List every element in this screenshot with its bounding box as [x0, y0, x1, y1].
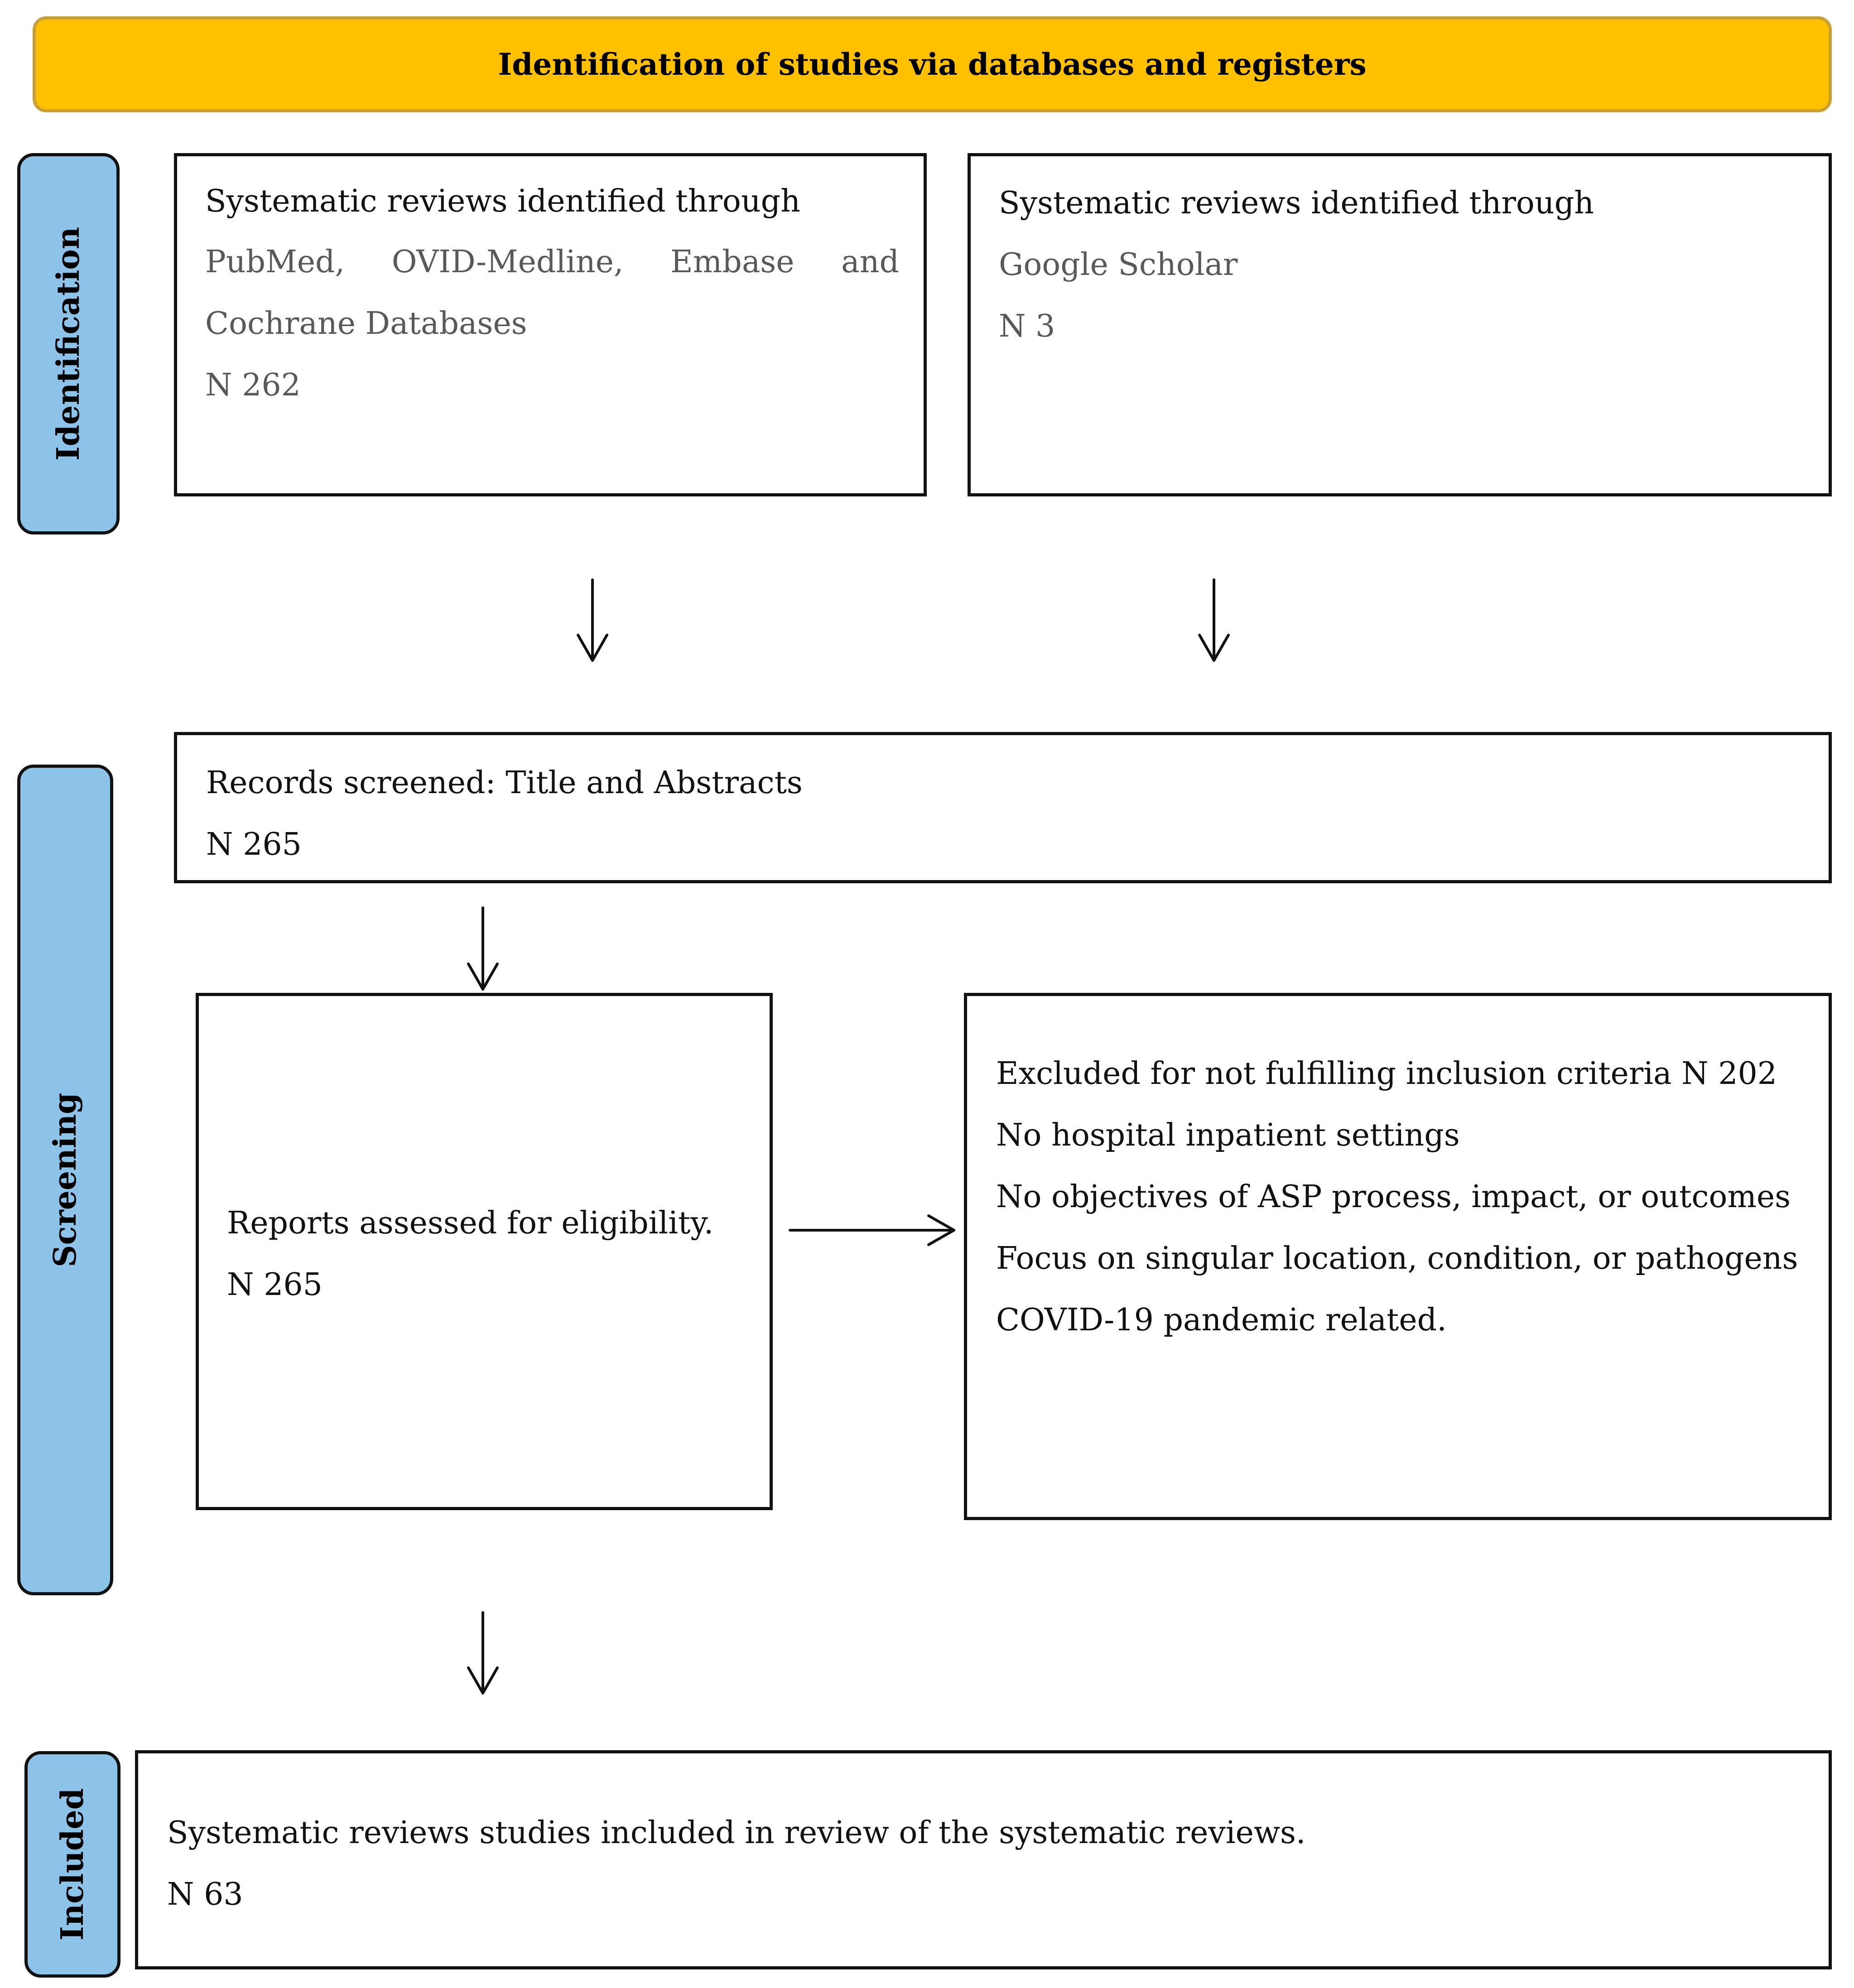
excluded-line-covid: COVID-19 pandemic related.: [996, 1302, 1447, 1338]
included-count: N 63: [167, 1877, 243, 1912]
databases-source-pubmed: PubMed,: [205, 244, 345, 280]
side-tab-identification: Identification: [17, 153, 120, 534]
excluded-line-inpatient: No hospital inpatient settings: [996, 1117, 1460, 1153]
google-scholar-count: N 3: [999, 308, 1055, 344]
eligibility-count: N 265: [227, 1267, 323, 1303]
records-screened-title: Records screened: Title and Abstracts: [206, 765, 803, 801]
arrow-scholar-to-screening: [1198, 578, 1230, 662]
excluded-line-objectives: No objectives of ASP process, impact, or…: [996, 1179, 1791, 1215]
records-screened-count: N 265: [206, 827, 302, 862]
databases-box-title: Systematic reviews identified through: [205, 183, 800, 219]
arrow-records-to-eligibility: [467, 906, 499, 991]
databases-box: Systematic reviews identified through Pu…: [174, 153, 927, 496]
arrow-eligibility-to-included: [467, 1611, 499, 1694]
excluded-box: Excluded for not fulfilling inclusion cr…: [964, 993, 1832, 1520]
databases-source-and: and: [841, 244, 899, 280]
side-tab-screening: Screening: [17, 765, 113, 1595]
databases-count: N 262: [205, 367, 301, 403]
header-title: Identification of studies via databases …: [498, 47, 1367, 82]
excluded-line-criteria: Excluded for not fulfilling inclusion cr…: [996, 1056, 1777, 1092]
eligibility-box: Reports assessed for eligibility. N 265: [196, 993, 773, 1510]
header-banner: Identification of studies via databases …: [33, 16, 1832, 112]
included-box: Systematic reviews studies included in r…: [135, 1750, 1832, 1969]
records-screened-box: Records screened: Title and Abstracts N …: [174, 732, 1832, 883]
databases-source-cochrane: Cochrane Databases: [205, 306, 527, 342]
arrow-databases-to-screening: [577, 578, 608, 662]
google-scholar-source: Google Scholar: [999, 247, 1238, 283]
databases-source-embase: Embase: [670, 244, 795, 280]
eligibility-title: Reports assessed for eligibility.: [227, 1205, 714, 1241]
databases-sources-row: PubMed, OVID-Medline, Embase and: [205, 247, 899, 278]
side-tab-included: Included: [24, 1751, 120, 1978]
google-scholar-box-title: Systematic reviews identified through: [999, 185, 1594, 221]
arrow-eligibility-to-excluded: [789, 1214, 955, 1246]
included-title: Systematic reviews studies included in r…: [167, 1815, 1306, 1851]
databases-source-ovid: OVID-Medline,: [391, 244, 624, 280]
excluded-line-focus: Focus on singular location, condition, o…: [996, 1241, 1798, 1276]
google-scholar-box: Systematic reviews identified through Go…: [968, 153, 1832, 496]
